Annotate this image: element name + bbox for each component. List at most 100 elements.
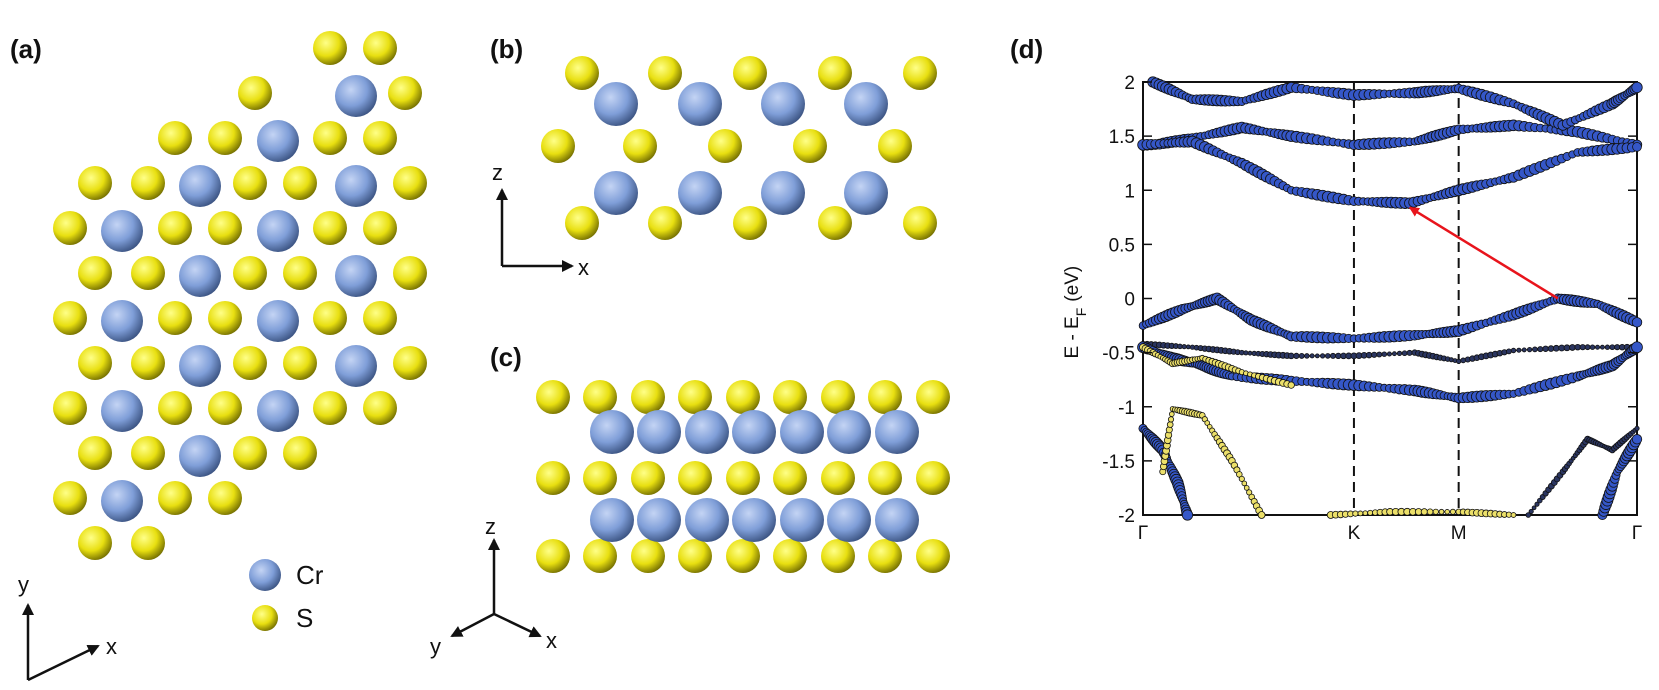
axes-triad-b: z x xyxy=(492,160,589,280)
sulfur-atom xyxy=(583,539,617,573)
band-point xyxy=(1531,505,1537,511)
high-symmetry-lines xyxy=(1352,82,1460,515)
triad-a-x-label: x xyxy=(106,634,117,659)
y-tick-label: 2 xyxy=(1124,73,1135,94)
sulfur-atom xyxy=(631,380,665,414)
triad-a-y-label: y xyxy=(18,572,29,597)
triad-c-x-arrow xyxy=(493,612,542,638)
chromium-atom xyxy=(827,498,871,542)
sulfur-atom xyxy=(541,129,575,163)
band-point xyxy=(1563,344,1571,352)
chromium-atom xyxy=(844,82,888,126)
sulfur-atom xyxy=(903,56,937,90)
sulfur-atom xyxy=(773,461,807,495)
atom-legend: Cr S xyxy=(249,559,324,633)
sulfur-atom xyxy=(678,461,712,495)
sulfur-atom xyxy=(773,380,807,414)
sulfur-atom xyxy=(631,539,665,573)
sulfur-atom xyxy=(631,461,665,495)
band-point xyxy=(1241,480,1248,487)
sulfur-atom xyxy=(313,211,347,245)
y-tick-label: -0.5 xyxy=(1102,344,1135,365)
sulfur-atom xyxy=(363,301,397,335)
band-point xyxy=(1243,350,1249,356)
chromium-atom xyxy=(844,171,888,215)
panel-label-a: (a) xyxy=(10,34,42,64)
band-point xyxy=(1537,346,1544,353)
band-point xyxy=(1521,347,1527,353)
sulfur-atom xyxy=(78,526,112,560)
band-point xyxy=(1396,350,1403,357)
sulfur-atom xyxy=(793,129,827,163)
band-point xyxy=(1526,346,1533,353)
band-point xyxy=(1432,508,1439,515)
band-series xyxy=(1137,76,1643,521)
band-point xyxy=(1542,345,1549,352)
sulfur-atom xyxy=(53,481,87,515)
chromium-atom xyxy=(335,165,377,207)
chromium-atom xyxy=(732,498,776,542)
sulfur-atom xyxy=(131,346,165,380)
sulfur-atom xyxy=(565,56,599,90)
sulfur-atom xyxy=(158,301,192,335)
sulfur-atom xyxy=(536,539,570,573)
band-point xyxy=(1528,508,1534,514)
triad-b-x-label: x xyxy=(578,255,589,280)
chromium-atom xyxy=(678,171,722,215)
triad-c-z-label: z xyxy=(485,514,496,539)
band-point xyxy=(1167,416,1175,423)
sulfur-atom xyxy=(208,391,242,425)
sulfur-atom xyxy=(208,211,242,245)
chromium-atom xyxy=(761,82,805,126)
legend-s-swatch xyxy=(252,605,278,631)
structure-side-view-yz xyxy=(536,380,950,573)
chromium-atom xyxy=(101,390,143,432)
sulfur-atom xyxy=(158,391,192,425)
band-point xyxy=(1634,425,1640,431)
sulfur-atom xyxy=(623,129,657,163)
band-point xyxy=(1319,353,1326,359)
band-point xyxy=(1204,420,1211,426)
band-point xyxy=(1589,344,1596,350)
sulfur-atom xyxy=(78,346,112,380)
band-point xyxy=(1386,351,1392,357)
sulfur-atom xyxy=(283,346,317,380)
band-point xyxy=(1309,353,1315,359)
band-point xyxy=(1287,381,1295,389)
chromium-atom xyxy=(685,498,729,542)
chromium-atom xyxy=(179,165,221,207)
sulfur-atom xyxy=(733,206,767,240)
band-point xyxy=(1257,511,1266,519)
sulfur-atom xyxy=(283,256,317,290)
x-tick-label: M xyxy=(1451,523,1467,544)
sulfur-atom xyxy=(363,211,397,245)
y-tick-label: 1 xyxy=(1124,181,1135,202)
sulfur-atom xyxy=(78,166,112,200)
sulfur-atom xyxy=(916,380,950,414)
band-point xyxy=(1426,508,1434,516)
sulfur-atom xyxy=(233,166,267,200)
chromium-atom xyxy=(732,410,776,454)
band-point xyxy=(1510,347,1517,354)
band-point xyxy=(1525,512,1532,518)
sulfur-atom xyxy=(393,346,427,380)
sulfur-atom xyxy=(78,436,112,470)
chromium-atom xyxy=(257,210,299,252)
chromium-atom xyxy=(101,210,143,252)
sulfur-atom xyxy=(233,436,267,470)
y-ticks: 21.510.50-0.5-1-1.5-2 xyxy=(1102,73,1637,527)
chromium-atom xyxy=(637,498,681,542)
chromium-atom xyxy=(594,82,638,126)
sulfur-atom xyxy=(726,461,760,495)
chromium-atom xyxy=(637,410,681,454)
band-point xyxy=(1287,352,1295,360)
band-point xyxy=(1298,352,1305,359)
sulfur-atom xyxy=(158,211,192,245)
band-point xyxy=(1181,344,1187,350)
sulfur-atom xyxy=(53,391,87,425)
x-tick-label: K xyxy=(1348,523,1361,544)
sulfur-atom xyxy=(313,391,347,425)
band-point xyxy=(1438,508,1445,515)
